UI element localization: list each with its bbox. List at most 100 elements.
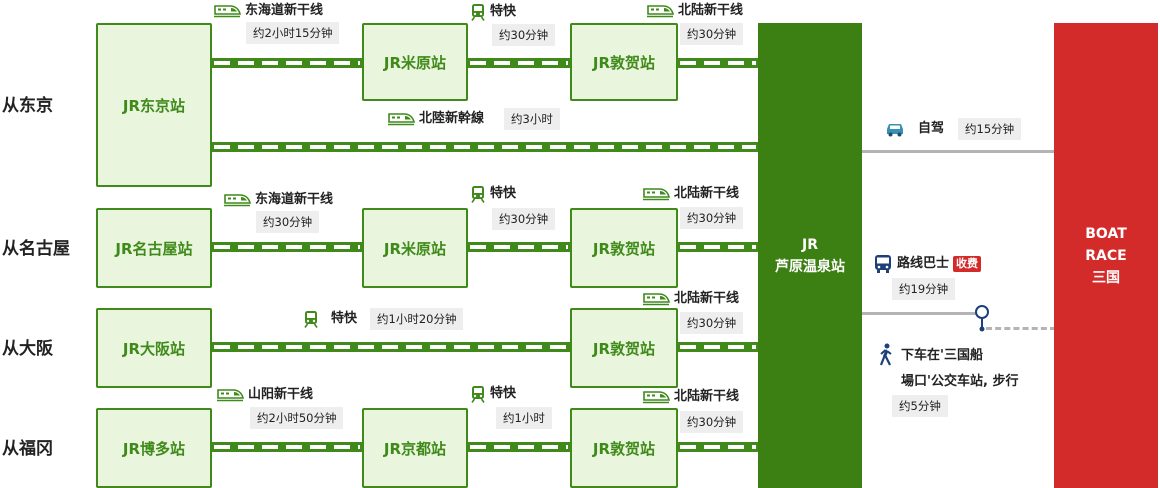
route-tokyo-seg3-label: 北陆新干线 (646, 2, 743, 20)
track-kyoto-tsuruga (466, 442, 572, 452)
train-icon (470, 3, 486, 21)
final-bus-time: 约19分钟 (892, 278, 956, 300)
shinkansen-icon (216, 388, 244, 402)
track-nagoya-maibara (210, 242, 364, 252)
route-name: 北陆新干线 (674, 291, 740, 306)
track-osaka-tsuruga (210, 342, 572, 352)
station-hakata: JR博多站 (96, 408, 212, 488)
station-tokyo: JR东京站 (96, 23, 212, 187)
route-name: 特快 (490, 386, 517, 401)
final-walk-time: 约5分钟 (892, 395, 948, 417)
route-fukuoka-seg3-label: 北陆新干线 (642, 388, 739, 406)
route-osaka-seg2-time: 约30分钟 (680, 312, 744, 334)
route-name: 东海道新干线 (255, 192, 334, 207)
destination-line1: BOAT (1085, 225, 1127, 242)
station-osaka-label: JR大阪站 (122, 339, 186, 358)
route-nagoya-seg3-time: 约30分钟 (680, 207, 744, 229)
origin-nagoya-label: 从名古屋 (2, 239, 70, 259)
route-fukuoka-seg1-label: 山阳新干线 (216, 386, 313, 404)
route-fukuoka-seg2-time: 约1小时 (496, 407, 552, 429)
route-tokyo-seg3-time: 约30分钟 (680, 23, 744, 45)
route-nagoya-seg1-time: 约30分钟 (256, 211, 320, 233)
station-maibara-1: JR米原站 (362, 23, 468, 101)
station-maibara-label: JR米原站 (383, 239, 447, 258)
route-tokyo-seg1-label: 东海道新干线 (213, 2, 323, 20)
route-tokyo-direct-label: 北陸新幹線 (387, 110, 484, 128)
station-osaka: JR大阪站 (96, 308, 212, 388)
route-fukuoka-seg3-time: 约30分钟 (680, 411, 744, 433)
final-bus-label: 路线巴士 收费 (873, 254, 982, 274)
walking-person-icon (877, 343, 895, 371)
bus-icon (875, 255, 891, 273)
train-icon (470, 185, 486, 203)
shinkansen-icon (642, 187, 670, 201)
station-tsuruga-4: JR敦贺站 (570, 408, 678, 488)
route-nagoya-seg3-label: 北陆新干线 (642, 185, 739, 203)
station-tsuruga-1: JR敦贺站 (570, 23, 678, 101)
final-car-text: 自驾 (918, 121, 945, 136)
route-nagoya-seg2-label: 特快 (470, 185, 516, 203)
origin-tokyo-label: 从东京 (2, 96, 53, 116)
route-name: 东海道新干线 (245, 3, 324, 18)
hub-awara-onsen-station: JR 芦原温泉站 (758, 23, 862, 488)
car-icon (887, 124, 903, 137)
route-fukuoka-seg1-time: 约2小时50分钟 (250, 407, 344, 429)
hub-line1: JR (802, 236, 818, 253)
route-name: 特快 (490, 186, 517, 201)
train-icon (303, 310, 319, 328)
route-nagoya-seg1-label: 东海道新干线 (223, 191, 333, 209)
final-bus-text: 路线巴士 (897, 256, 950, 271)
route-tokyo-seg2-time: 约30分钟 (492, 24, 556, 46)
track-tsuruga-hub-1 (676, 58, 760, 68)
track-tsuruga-hub-2 (676, 242, 760, 252)
route-name: 北陆新干线 (674, 389, 740, 404)
route-osaka-seg2-label: 北陆新干线 (642, 290, 739, 308)
route-osaka-seg1-time: 约1小时20分钟 (370, 308, 464, 330)
final-car-label: 自驾 (884, 120, 944, 138)
shinkansen-icon (642, 292, 670, 306)
track-tokyo-maibara (210, 58, 364, 68)
origin-fukuoka-label: 从福冈 (2, 439, 53, 459)
route-name: 北陆新干线 (674, 186, 740, 201)
shinkansen-icon (213, 4, 241, 18)
destination-line3: 三国 (1092, 269, 1120, 286)
route-nagoya-seg2-time: 约30分钟 (492, 208, 556, 230)
hub-line2: 芦原温泉站 (775, 258, 845, 275)
fare-badge: 收费 (953, 256, 982, 272)
station-tsuruga-3: JR敦贺站 (570, 308, 678, 388)
bus-stop-pin-icon (973, 304, 991, 334)
road-car (862, 150, 1056, 153)
track-hakata-kyoto (210, 442, 364, 452)
route-name: 山阳新干线 (248, 387, 314, 402)
station-tokyo-label: JR东京站 (122, 96, 186, 115)
station-maibara-2: JR米原站 (362, 208, 468, 288)
station-nagoya: JR名古屋站 (96, 208, 212, 288)
route-tokyo-seg2-label: 特快 (470, 3, 516, 21)
route-name: 北陸新幹線 (419, 111, 485, 126)
shinkansen-icon (646, 4, 674, 18)
road-bus (862, 312, 980, 315)
route-tokyo-seg1-time: 约2小时15分钟 (246, 22, 340, 44)
station-kyoto: JR京都站 (362, 408, 468, 488)
track-maibara-tsuruga-1 (466, 58, 572, 68)
shinkansen-icon (387, 112, 415, 126)
origin-osaka-label: 从大阪 (2, 339, 53, 359)
track-tokyo-hub-direct (210, 142, 760, 152)
station-tsuruga-label: JR敦贺站 (592, 339, 656, 358)
walk-path (986, 327, 1056, 330)
track-maibara-tsuruga-2 (466, 242, 572, 252)
station-tsuruga-2: JR敦贺站 (570, 208, 678, 288)
route-tokyo-direct-time: 约3小时 (504, 108, 560, 130)
route-osaka-seg1-label: 特快 (303, 310, 357, 328)
station-tsuruga-label: JR敦贺站 (592, 239, 656, 258)
route-name: 北陆新干线 (678, 3, 744, 18)
station-tsuruga-label: JR敦贺站 (592, 439, 656, 458)
station-maibara-label: JR米原站 (383, 53, 447, 72)
track-tsuruga-hub-3 (676, 342, 760, 352)
destination-boat-race-mikuni: BOAT RACE 三国 (1054, 23, 1158, 488)
station-nagoya-label: JR名古屋站 (115, 239, 193, 258)
station-tsuruga-label: JR敦贺站 (592, 53, 656, 72)
final-walk-line1: 下车在'三国船 (901, 348, 983, 363)
route-name: 特快 (331, 311, 358, 326)
station-kyoto-label: JR京都站 (383, 439, 447, 458)
